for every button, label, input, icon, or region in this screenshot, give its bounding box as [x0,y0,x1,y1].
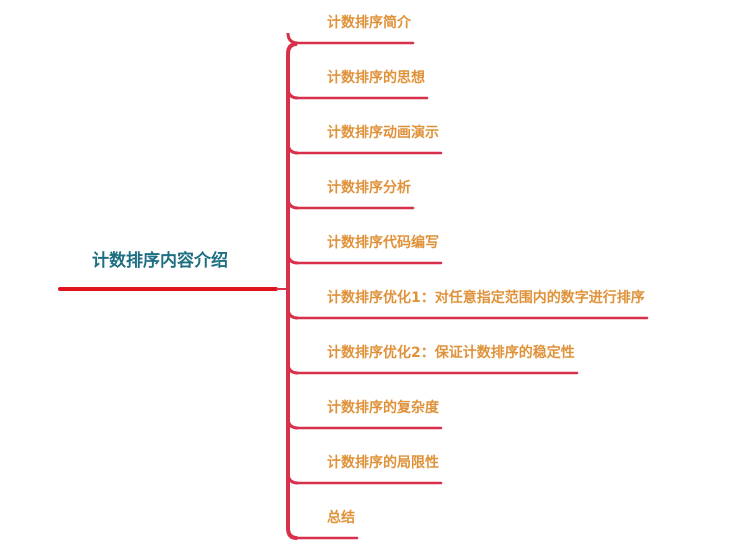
branch-spine [286,42,298,540]
branch-elbow [286,307,299,320]
branch-node-summary[interactable]: 总结 [327,510,355,526]
branch-node-analysis[interactable]: 计数排序分析 [327,180,411,196]
branch-node-animation[interactable]: 计数排序动画演示 [327,125,439,141]
branch-elbow [286,32,299,45]
branch-elbow [286,362,299,375]
branch-elbow [286,87,299,100]
branch-node-complexity[interactable]: 计数排序的复杂度 [327,400,439,416]
branch-node-code[interactable]: 计数排序代码编写 [327,235,439,251]
branch-elbow [286,527,299,540]
branch-node-optimization-2[interactable]: 计数排序优化2：保证计数排序的稳定性 [327,345,575,361]
branch-elbow [286,472,299,485]
branch-elbow [286,142,299,155]
root-node-title[interactable]: 计数排序内容介绍 [92,251,228,271]
branch-node-intro[interactable]: 计数排序简介 [327,15,411,31]
branch-elbow [286,417,299,430]
branch-node-limitations[interactable]: 计数排序的局限性 [327,455,439,471]
branch-elbow [286,252,299,265]
branch-node-optimization-1[interactable]: 计数排序优化1：对任意指定范围内的数字进行排序 [327,290,645,306]
branch-node-idea[interactable]: 计数排序的思想 [327,70,425,86]
branch-elbow [286,197,299,210]
